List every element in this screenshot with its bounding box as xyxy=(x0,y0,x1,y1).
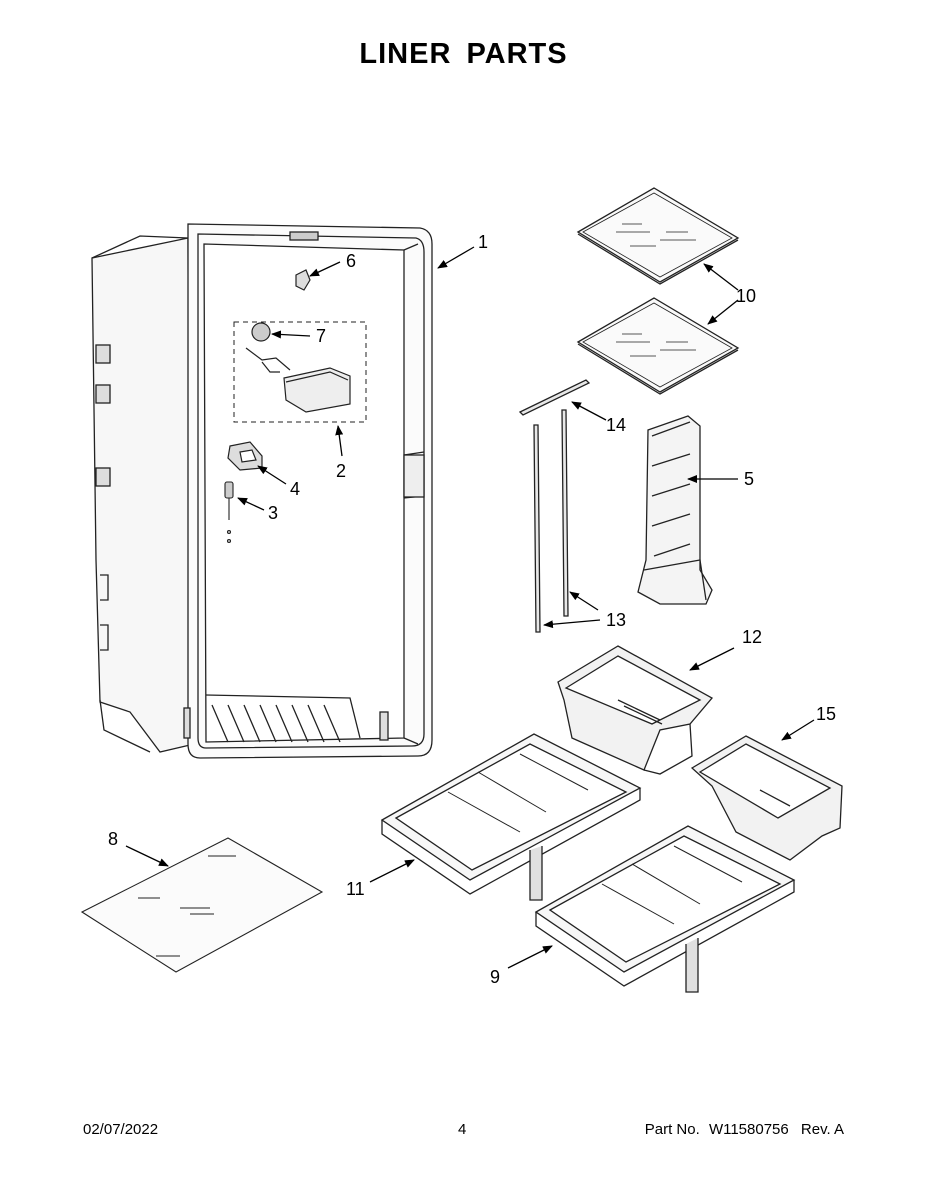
footer-date: 02/07/2022 xyxy=(83,1121,159,1138)
callout-11: 11 xyxy=(346,879,365,899)
shelf-part-11 xyxy=(380,733,642,901)
callout-5: 5 xyxy=(744,469,755,489)
part-number: W11580756 xyxy=(708,1121,789,1138)
callout-2: 2 xyxy=(336,461,347,481)
callout-9: 9 xyxy=(490,967,501,987)
footer-page-number: 4 xyxy=(458,1121,467,1138)
callout-6: 6 xyxy=(346,251,357,271)
bin-part-15 xyxy=(690,735,843,861)
control-assembly-part-2 xyxy=(233,321,367,423)
callout-3: 3 xyxy=(268,503,279,523)
callout-14: 14 xyxy=(606,415,627,435)
glass-shelves-part-10 xyxy=(576,187,740,395)
callout-8: 8 xyxy=(108,829,119,849)
callout-15: 15 xyxy=(816,704,837,724)
page-title: LINER PARTS xyxy=(359,38,568,70)
callout-12: 12 xyxy=(742,627,763,647)
divider-part-5 xyxy=(637,415,713,605)
sensor-part-3 xyxy=(224,481,234,544)
callout-10: 10 xyxy=(736,286,757,306)
callout-4: 4 xyxy=(290,479,301,499)
revision: Rev. A xyxy=(800,1121,844,1138)
part-label: Part No. xyxy=(644,1121,700,1138)
footer-part-info: Part No. W11580756 Rev. A xyxy=(645,1122,844,1138)
callout-13: 13 xyxy=(606,610,627,630)
liner-part-1 xyxy=(91,223,433,759)
shelf-part-9 xyxy=(534,825,796,993)
trim-parts-13-14 xyxy=(518,379,591,633)
panel-part-8 xyxy=(80,837,324,973)
callout-1: 1 xyxy=(478,232,489,252)
callout-7: 7 xyxy=(316,326,327,346)
leader-lines xyxy=(125,246,815,969)
clip-part-6 xyxy=(295,269,311,291)
bin-part-12 xyxy=(557,645,714,775)
bracket-part-4 xyxy=(227,441,263,471)
